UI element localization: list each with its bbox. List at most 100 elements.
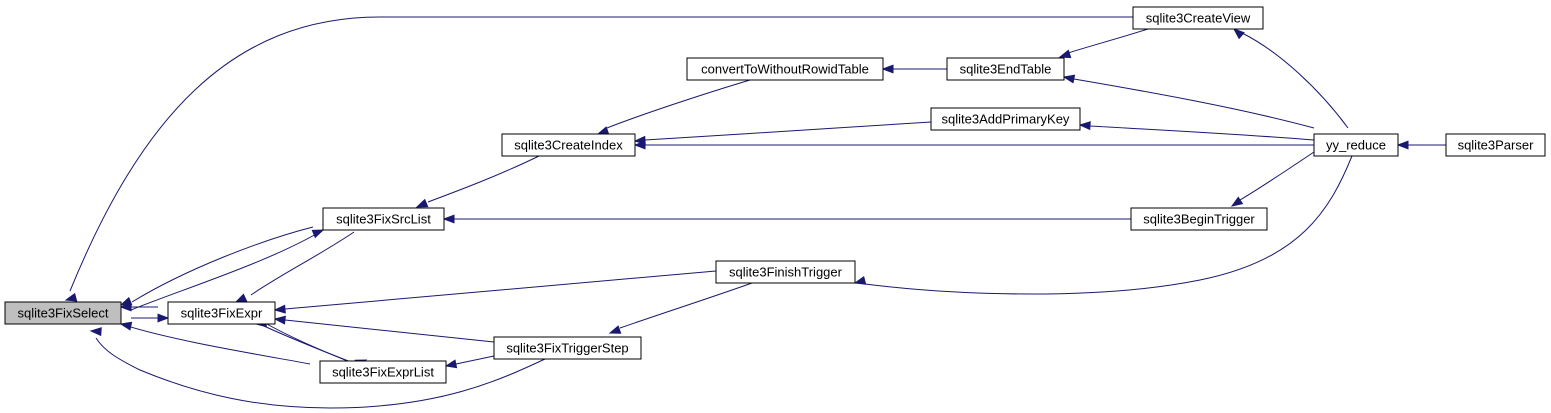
edge-line <box>120 323 311 365</box>
node-label: yy_reduce <box>1326 138 1386 153</box>
edge-fixsrclist-to-fixselect <box>119 226 314 306</box>
edge-line <box>864 155 1353 295</box>
edge-finishtrigger-to-fixtriggerstep <box>608 282 753 334</box>
edge-line <box>1241 32 1349 129</box>
edge-yyreduce-to-createview <box>1232 28 1349 129</box>
edge-arrowhead <box>273 304 286 314</box>
edge-line <box>95 337 546 409</box>
node-box <box>501 133 636 157</box>
node-box <box>319 360 447 384</box>
node-label: convertToWithoutRowidTable <box>701 62 869 77</box>
edge-endtable-to-converttowithoutrowid <box>881 64 947 74</box>
edge-line <box>284 319 495 343</box>
node-fixexpr[interactable]: sqlite3FixExpr <box>167 301 276 325</box>
edge-arrowhead <box>853 276 867 285</box>
edge-fixtriggerstep-to-fixselect <box>89 327 546 409</box>
edge-line <box>427 155 540 203</box>
edge-line <box>1073 78 1315 129</box>
node-parser[interactable]: sqlite3Parser <box>1445 133 1546 157</box>
edge-yyreduce-to-createindex <box>633 140 1314 150</box>
edge-line <box>619 282 753 329</box>
node-box <box>322 207 445 231</box>
edge-fixtriggerstep-to-fixexprlist <box>444 355 495 369</box>
edge-arrowhead <box>881 64 894 74</box>
edge-arrowhead <box>273 315 286 325</box>
edge-line <box>69 16 1133 292</box>
graph-edges <box>64 16 1446 409</box>
edge-arrowhead <box>311 229 325 239</box>
edge-arrowhead <box>1058 49 1072 59</box>
edge-fixselect-to-fixsrclist <box>130 229 325 311</box>
node-finishtrigger[interactable]: sqlite3FinishTrigger <box>715 260 856 284</box>
edge-line <box>284 270 717 310</box>
node-box <box>686 57 884 81</box>
node-box <box>946 57 1065 81</box>
node-yyreduce[interactable]: yy_reduce <box>1313 133 1399 157</box>
edge-yyreduce-to-finishtrigger <box>853 155 1353 295</box>
edge-line <box>644 121 932 141</box>
node-addprimarykey[interactable]: sqlite3AddPrimaryKey <box>930 107 1081 131</box>
node-box <box>1132 6 1264 30</box>
edge-yyreduce-to-endtable <box>1062 74 1315 129</box>
node-label: sqlite3CreateIndex <box>514 138 623 153</box>
node-box <box>493 336 642 360</box>
node-label: sqlite3FixSrcList <box>336 212 431 227</box>
node-label: sqlite3FixTriggerStep <box>506 341 628 356</box>
edge-line <box>264 322 351 363</box>
node-label: sqlite3Parser <box>1458 138 1535 153</box>
edge-addprimarykey-to-createindex <box>633 121 932 145</box>
node-box <box>930 107 1081 131</box>
edge-arrowhead <box>1230 196 1244 207</box>
node-createview[interactable]: sqlite3CreateView <box>1132 6 1264 30</box>
edge-line <box>130 229 324 311</box>
node-box <box>1313 133 1399 157</box>
edge-arrowhead <box>633 140 646 150</box>
edge-arrowhead <box>1078 121 1091 131</box>
edge-createview-to-endtable <box>1058 28 1149 59</box>
node-fixsrclist[interactable]: sqlite3FixSrcList <box>322 207 445 231</box>
edge-arrowhead <box>119 321 133 331</box>
node-endtable[interactable]: sqlite3EndTable <box>946 57 1065 81</box>
node-label: sqlite3FinishTrigger <box>729 265 843 280</box>
edge-line <box>1067 28 1149 54</box>
edge-fixtriggerstep-to-fixexpr <box>273 315 495 343</box>
node-converttowithoutrowid[interactable]: convertToWithoutRowidTable <box>686 57 884 81</box>
node-box <box>1445 133 1546 157</box>
edge-line <box>606 79 751 129</box>
edge-arrowhead <box>234 293 248 303</box>
edge-line <box>131 226 314 303</box>
edge-line <box>1089 125 1315 141</box>
edge-arrowhead <box>157 313 170 323</box>
node-label: sqlite3FixSelect <box>17 306 108 321</box>
edge-yyreduce-to-begintrigger <box>1230 151 1315 207</box>
edge-arrowhead <box>1232 28 1245 40</box>
edge-createview-to-fixselect <box>64 16 1133 302</box>
edge-fixexprlist-to-fixselect <box>119 321 311 365</box>
edge-arrowhead <box>442 214 455 224</box>
node-label: sqlite3FixExpr <box>181 306 263 321</box>
node-label: sqlite3AddPrimaryKey <box>942 112 1070 127</box>
edge-line <box>250 231 355 296</box>
edge-converttowithoutrowid-to-createindex <box>596 79 751 135</box>
node-fixselect[interactable]: sqlite3FixSelect <box>4 301 122 325</box>
node-label: sqlite3EndTable <box>960 62 1052 77</box>
edge-line <box>455 355 495 365</box>
edge-finishtrigger-to-fixexpr <box>273 270 717 314</box>
edge-createindex-to-fixsrclist <box>415 155 540 208</box>
edge-parser-to-yyreduce <box>1396 140 1446 150</box>
edge-yyreduce-to-addprimarykey <box>1078 121 1315 141</box>
node-begintrigger[interactable]: sqlite3BeginTrigger <box>1130 207 1268 231</box>
edge-arrowhead <box>64 292 78 302</box>
node-label: sqlite3FixExprList <box>332 365 434 380</box>
edge-line <box>1239 151 1315 201</box>
edge-fixselect-to-fixexpr <box>131 313 170 323</box>
edge-begintrigger-to-fixsrclist <box>442 214 1131 224</box>
node-createindex[interactable]: sqlite3CreateIndex <box>501 133 636 157</box>
node-fixexprlist[interactable]: sqlite3FixExprList <box>319 360 447 384</box>
node-box <box>1130 207 1268 231</box>
node-box <box>4 301 122 325</box>
edge-fixexpr-to-fixsrclist <box>234 231 355 303</box>
node-fixtriggerstep[interactable]: sqlite3FixTriggerStep <box>493 336 642 360</box>
edge-arrowhead <box>608 325 622 334</box>
